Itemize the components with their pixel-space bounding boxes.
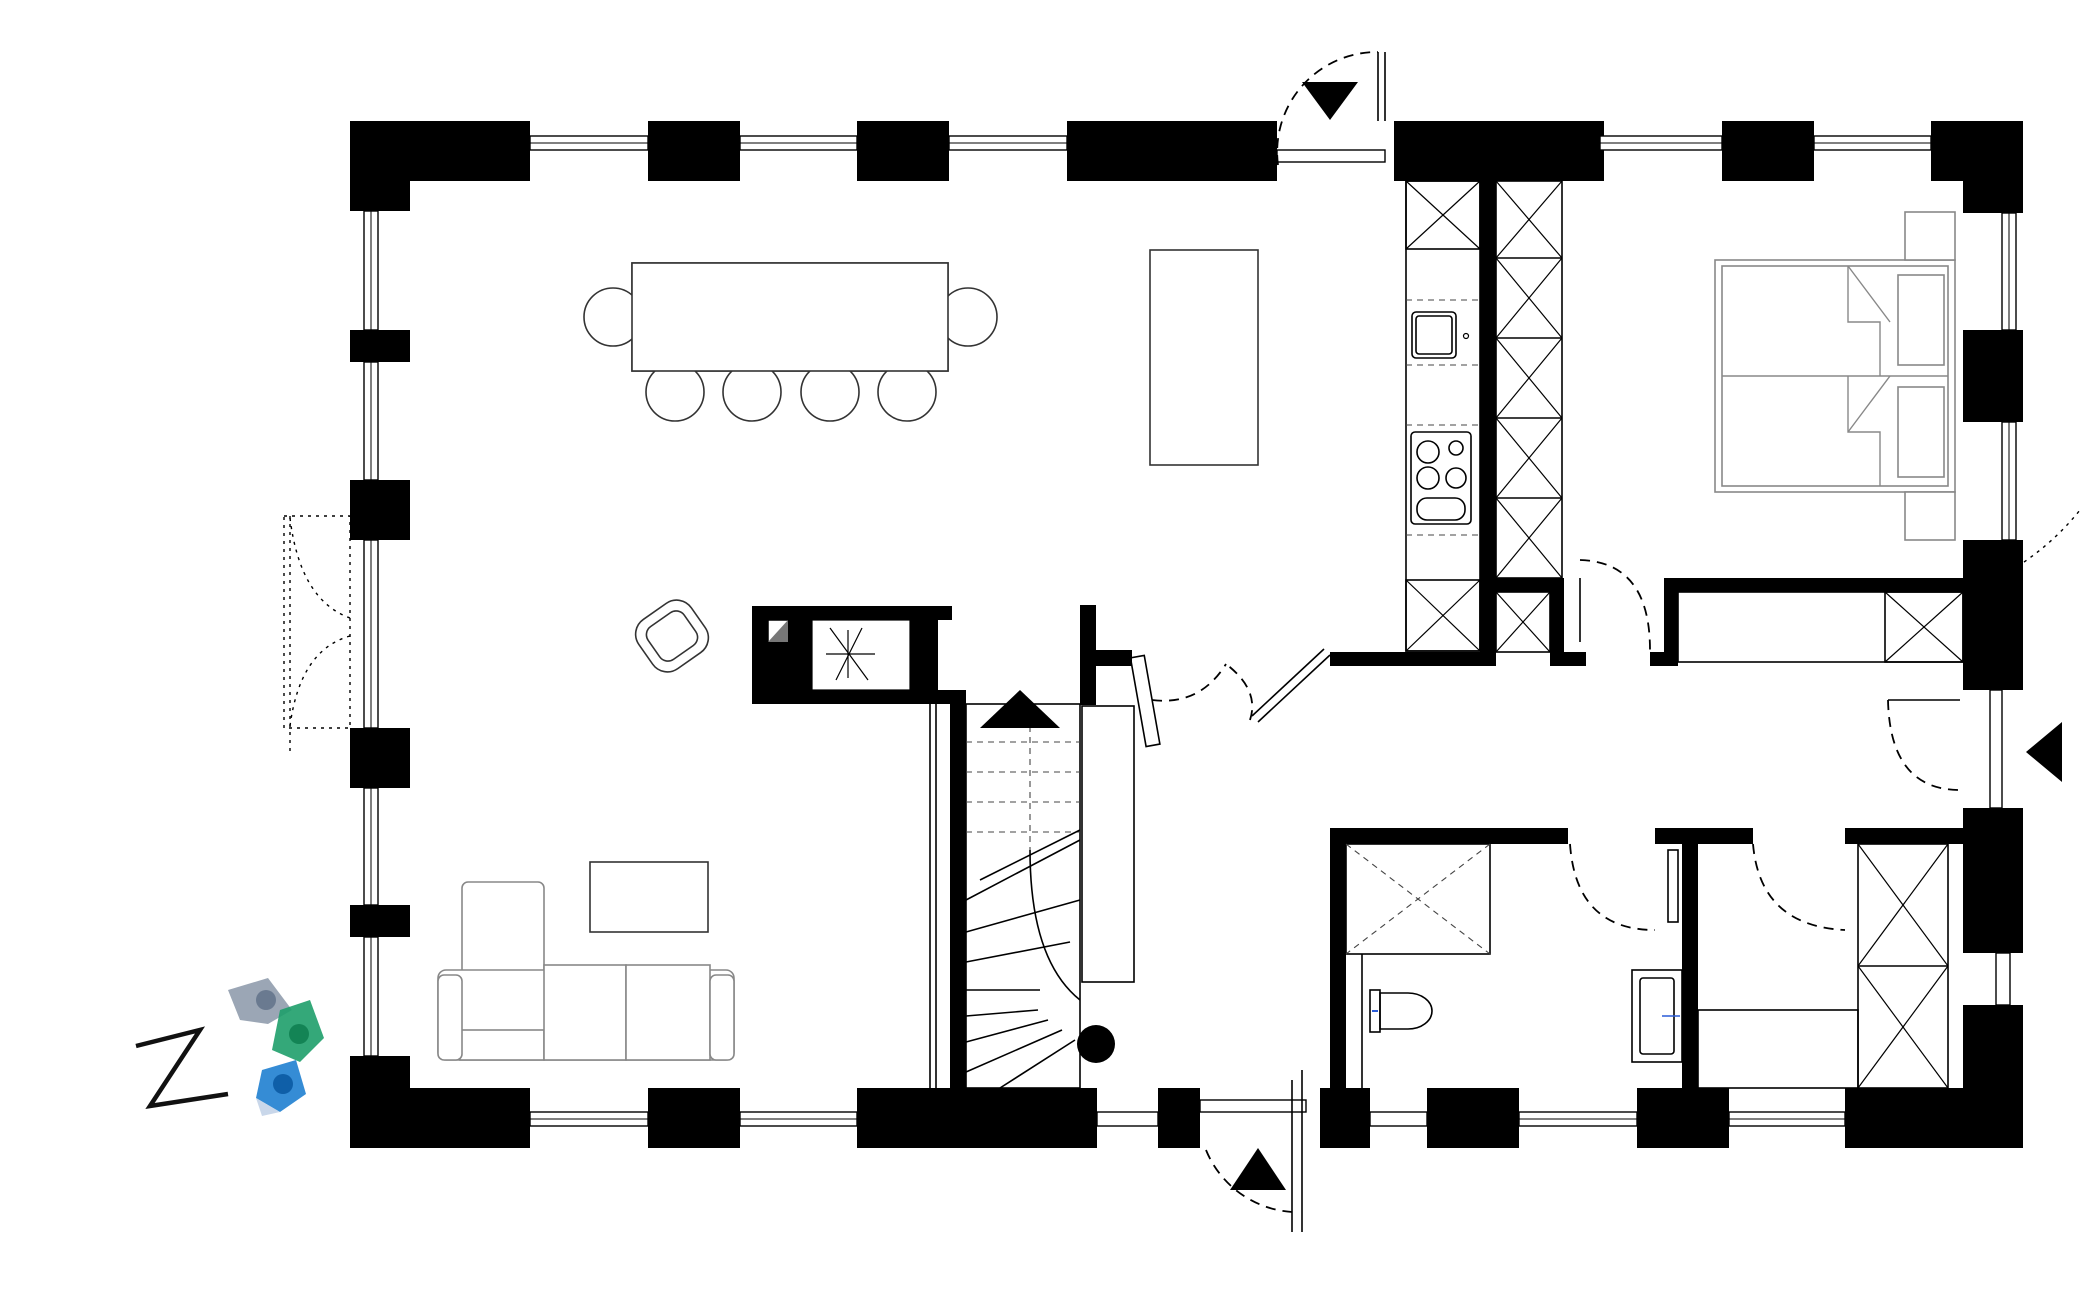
coffee-table [589,861,709,933]
shower [1345,843,1491,955]
kitchen-island [1149,249,1259,466]
sofa [437,881,735,1061]
entrance-arrow-top [1302,82,1358,120]
hexagon-logo [228,978,324,1116]
entrance-arrow-right [2026,722,2062,782]
toilet-icon [1369,989,1433,1033]
north-arrow-icon [135,1026,229,1109]
staircase [929,690,1135,1089]
entrance-arrow-bottom [1230,1148,1286,1190]
interior-walls [752,181,1963,1088]
kitchen-counter [1405,180,1481,652]
cooktop-icon [1410,431,1472,525]
stove [767,619,911,691]
dining-table [583,262,998,422]
doors [283,51,2081,1232]
washbasin-icon [1631,969,1683,1063]
double-bed [1714,211,1956,541]
towel-rail [1667,849,1679,923]
armchair [634,599,710,673]
wardrobe [1677,591,1964,663]
stair-arrow [980,690,1060,728]
windows [363,135,2017,1127]
sink-icon [1411,311,1470,359]
tall-cabinets [1495,180,1563,653]
outer-walls [350,121,2023,1148]
utility-cabinets [1697,843,1949,1089]
